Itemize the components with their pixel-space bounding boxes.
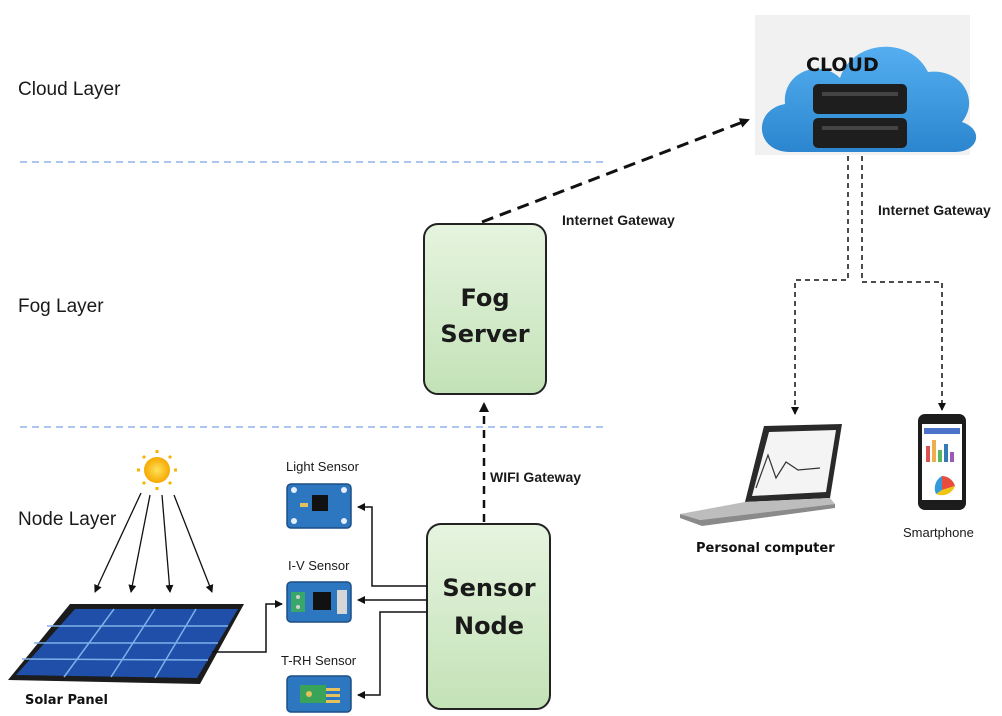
internet-gateway-left-label: Internet Gateway [562, 212, 675, 228]
smartphone-icon [918, 414, 966, 510]
solar-panel-icon [8, 604, 244, 684]
personal-computer-label: Personal computer [696, 541, 835, 556]
fog-to-cloud-arrow [481, 118, 750, 224]
fog-server-box [423, 223, 547, 395]
node-to-sensors-links [357, 503, 427, 699]
internet-gateway-right-label: Internet Gateway [878, 202, 991, 218]
cloud-layer-label: Cloud Layer [18, 79, 121, 100]
smartphone-label: Smartphone [903, 525, 974, 540]
sun-icon [137, 450, 177, 490]
server-rack-top [813, 84, 907, 114]
light-sensor-icon [286, 483, 352, 529]
solar-panel-label: Solar Panel [25, 693, 108, 708]
sensor-node-label-line2: Node [454, 612, 524, 640]
iv-sensor-icon [286, 581, 352, 623]
trh-sensor-label: T-RH Sensor [281, 653, 357, 668]
fog-server-label-line1: Fog [460, 284, 509, 312]
fog-server-label-line2: Server [440, 320, 529, 348]
light-sensor-label: Light Sensor [286, 459, 360, 474]
node-layer-label: Node Layer [18, 509, 117, 530]
iv-sensor-label: I-V Sensor [288, 558, 350, 573]
fog-layer-label: Fog Layer [18, 296, 104, 317]
wifi-gateway-label: WIFI Gateway [490, 469, 581, 485]
cloud-label: CLOUD [806, 54, 879, 76]
cloud-icon [761, 46, 977, 152]
sun-rays [94, 492, 214, 593]
sensor-node-label-line1: Sensor [442, 574, 535, 602]
server-rack-bottom [813, 118, 907, 148]
cloud-to-devices-links [794, 156, 943, 410]
sensor-node-box [426, 523, 551, 710]
panel-to-iv-link [212, 600, 283, 653]
laptop-icon [680, 424, 842, 526]
trh-sensor-icon [286, 675, 352, 713]
